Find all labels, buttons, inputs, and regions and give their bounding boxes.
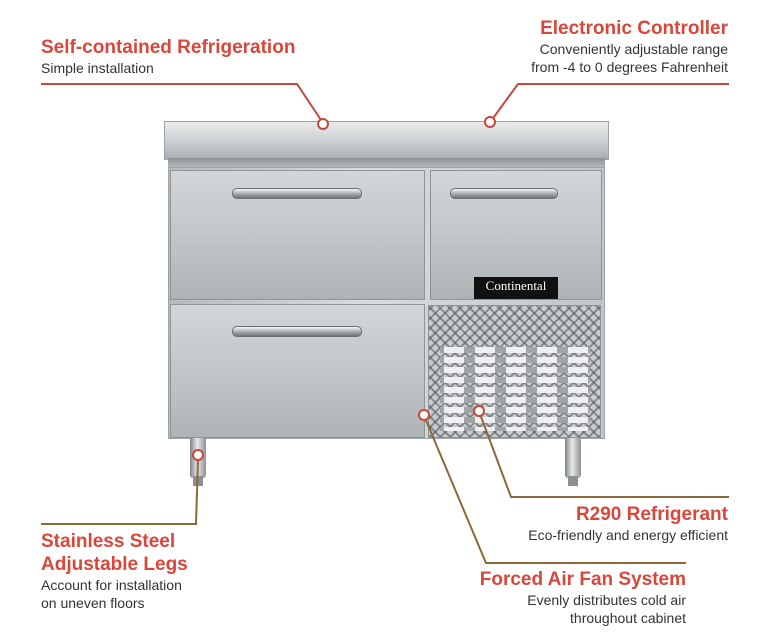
brand-logo: Continental — [474, 277, 558, 299]
callout-refrigeration: Self-contained Refrigeration Simple inst… — [41, 36, 295, 77]
drawer-handle — [450, 188, 558, 199]
marker-refrigeration — [317, 118, 329, 130]
drawer-handle — [232, 188, 362, 199]
control-strip — [168, 158, 605, 168]
callout-title: Electronic Controller — [540, 18, 728, 39]
worktop — [164, 121, 609, 160]
callout-title: Forced Air Fan System — [479, 569, 686, 590]
leader-controller — [490, 83, 729, 122]
callout-desc-line2: on uneven floors — [41, 595, 145, 611]
drawer-handle — [232, 326, 362, 337]
leg-foot-right — [568, 476, 578, 486]
marker-r290 — [473, 405, 485, 417]
leg-right — [565, 438, 581, 478]
callout-desc-line2: from -4 to 0 degrees Fahrenheit — [531, 59, 728, 75]
leader-r290 — [479, 413, 729, 498]
vent-louvers — [440, 347, 590, 431]
callout-desc-line1: Conveniently adjustable range — [539, 41, 728, 57]
marker-controller — [484, 116, 496, 128]
leader-fan — [424, 417, 686, 564]
callout-title-line1: Stainless Steel — [41, 531, 176, 552]
callout-desc-line1: Account for installation — [41, 577, 182, 593]
callout-title-line2: Adjustable Legs — [41, 554, 188, 575]
callout-controller: Electronic Controller Conveniently adjus… — [531, 17, 728, 76]
callout-refrigerant: R290 Refrigerant Eco-friendly and energy… — [528, 503, 728, 544]
callout-title: Self-contained Refrigeration — [41, 37, 296, 58]
callout-desc-line1: Evenly distributes cold air — [527, 592, 686, 608]
callout-desc-line2: throughout cabinet — [570, 610, 686, 626]
callout-desc: Eco-friendly and energy efficient — [528, 527, 728, 543]
marker-legs — [192, 449, 204, 461]
callout-desc: Simple installation — [41, 60, 154, 76]
leader-legs — [41, 458, 199, 525]
callout-fan: Forced Air Fan System Evenly distributes… — [480, 568, 686, 627]
leader-refrigeration — [41, 83, 324, 124]
callout-title: R290 Refrigerant — [575, 504, 728, 525]
marker-fan — [418, 409, 430, 421]
callout-legs: Stainless Steel Adjustable Legs Account … — [41, 530, 188, 612]
